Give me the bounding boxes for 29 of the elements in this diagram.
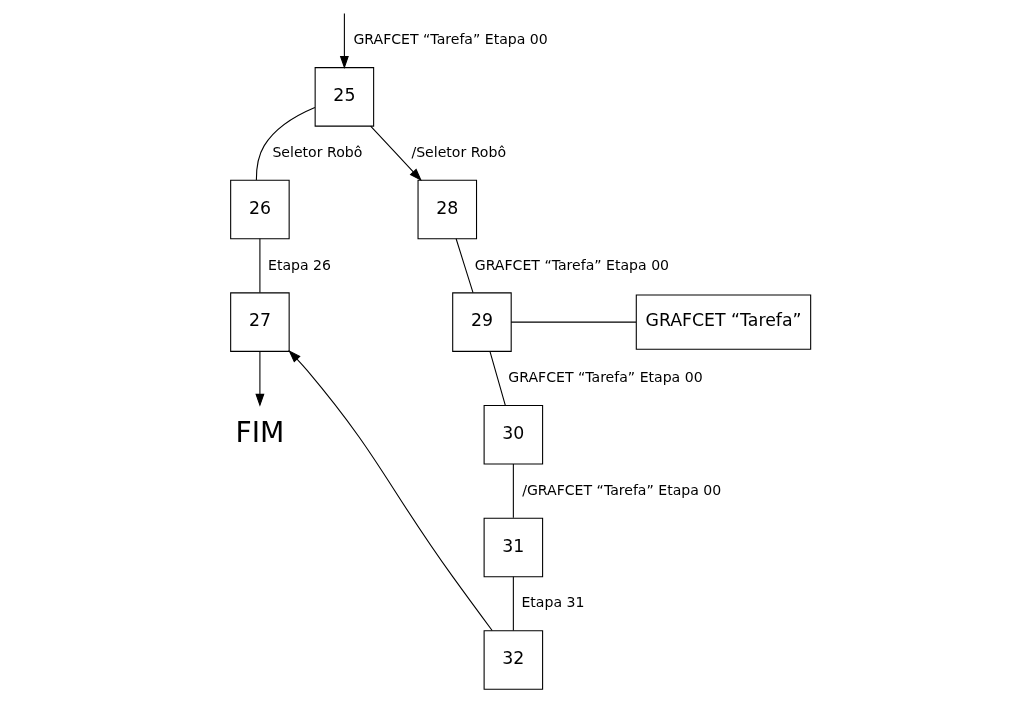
- arrow: [369, 125, 422, 182]
- connector: [455, 238, 474, 294]
- connector: [512, 463, 514, 519]
- edge-label: GRAFCET “Tarefa” Etapa 00: [507, 369, 703, 386]
- node-box: 29: [451, 292, 512, 352]
- node-text: FIM: [235, 415, 284, 449]
- edge-label: Etapa 26: [267, 256, 331, 273]
- node-box: 27: [229, 292, 290, 352]
- edge-label: GRAFCET “Tarefa” Etapa 00: [352, 31, 548, 48]
- edge-label: GRAFCET “Tarefa” Etapa 00: [474, 256, 669, 273]
- arrow: [287, 350, 493, 632]
- node-box: 31: [483, 517, 543, 578]
- edge-label: /Seletor Robô: [410, 143, 506, 160]
- node-box: 26: [229, 179, 290, 240]
- edge-label: Etapa 31: [520, 594, 584, 611]
- connector: [510, 321, 637, 323]
- arrow: [254, 350, 264, 407]
- connector: [488, 350, 506, 406]
- node-box: 32: [483, 630, 543, 690]
- edge-label: Seletor Robô: [271, 143, 362, 160]
- connector: [258, 238, 260, 294]
- edge-label: /GRAFCET “Tarefa” Etapa 00: [521, 481, 721, 498]
- node-box: 30: [483, 405, 543, 465]
- connector: [255, 106, 315, 181]
- node-box: GRAFCET “Tarefa”: [635, 294, 811, 350]
- connector: [512, 576, 514, 632]
- arrow: [339, 13, 349, 69]
- node-box: 28: [417, 179, 477, 240]
- node-box: 25: [314, 67, 374, 127]
